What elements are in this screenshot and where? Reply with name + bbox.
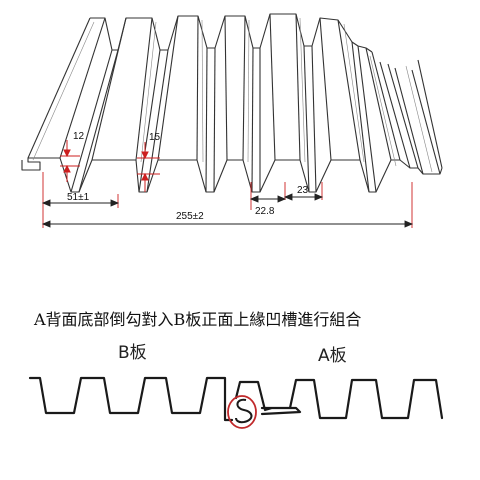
dim-label-12: 12 xyxy=(73,131,85,142)
dim-edge-width xyxy=(41,199,120,207)
metal-panel-drawing xyxy=(21,13,443,193)
dim-label-22-8: 22.8 xyxy=(255,206,275,217)
dim-label-23: 23 xyxy=(297,185,309,196)
dim-rib-height-15 xyxy=(137,142,160,192)
dim-top-width xyxy=(283,193,324,201)
panel-front-profile xyxy=(21,157,443,193)
dim-label-51: 51±1 xyxy=(67,192,90,203)
dimension-annotations: 12 15 51±1 xyxy=(41,131,414,228)
hook-highlight-circle xyxy=(227,395,257,429)
dim-bottom-width xyxy=(249,195,287,203)
dim-label-15: 15 xyxy=(149,132,161,143)
hook-s-shape xyxy=(235,398,253,424)
panel-ridge-lines xyxy=(27,13,443,193)
label-panel-b: B板 xyxy=(118,343,147,363)
panel-shading xyxy=(32,17,433,173)
label-panel-a: A板 xyxy=(318,346,347,366)
dim-label-255: 255±2 xyxy=(176,211,204,222)
dim-total-width xyxy=(41,220,414,228)
dim-extension-lines xyxy=(42,172,413,228)
panel-b-profile xyxy=(28,376,234,422)
panel-a-profile xyxy=(234,378,444,420)
assembly-caption: A背面底部倒勾對入B板正面上緣凹槽進行組合 xyxy=(33,310,361,329)
panel-back-profile xyxy=(90,13,373,53)
dim-rib-height-12 xyxy=(60,140,80,182)
assembly-cross-section xyxy=(28,376,444,422)
hook-detail xyxy=(227,395,257,429)
